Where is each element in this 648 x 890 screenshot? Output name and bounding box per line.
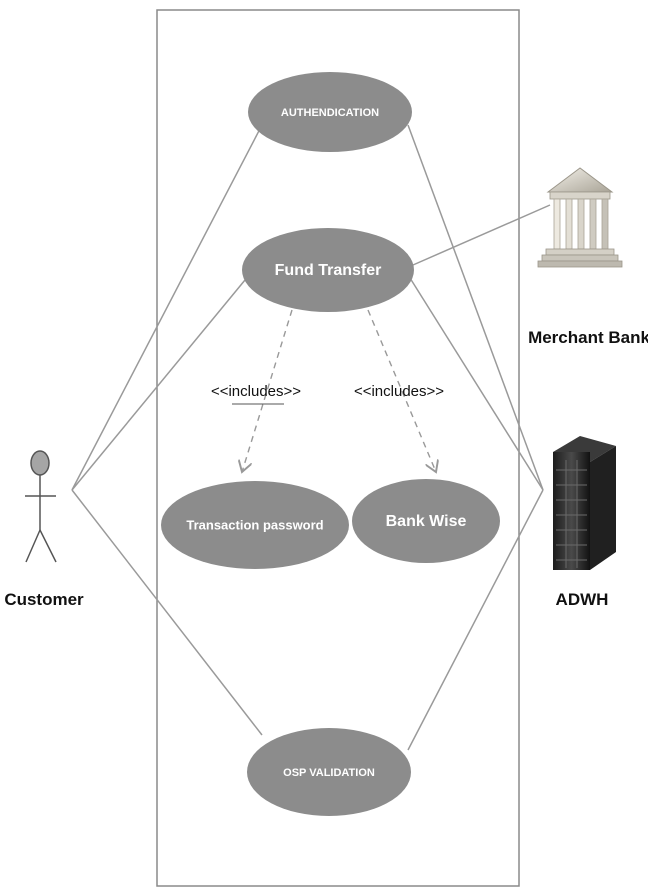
system-boundary (156, 9, 520, 887)
include-arrow-2 (367, 309, 436, 472)
customer-label: Customer (4, 590, 84, 609)
adwh-osp-line (407, 489, 544, 751)
use-case-authentication: AUTHENDICATION (248, 72, 412, 152)
adwh-auth-line (407, 124, 544, 491)
use-case-osp-validation: OSP VALIDATION (247, 728, 411, 816)
customer-auth-line (71, 124, 263, 491)
include-relations (242, 309, 436, 472)
include-label-2: <<includes>> (354, 383, 444, 400)
include-label-1: <<includes>> (211, 383, 301, 400)
use-case-label: AUTHENDICATION (281, 107, 379, 119)
adwh-label: ADWH (556, 590, 609, 609)
adwh-fund-line (409, 277, 544, 491)
merchant-bank-label: Merchant Bank (528, 328, 648, 347)
use-case-label: OSP VALIDATION (283, 767, 375, 779)
server-rack-icon (553, 436, 616, 570)
use-case-label: Fund Transfer (275, 262, 382, 279)
customer-fund-line (71, 279, 246, 491)
use-case-label: Transaction password (186, 517, 323, 532)
bank-building-icon (537, 167, 623, 268)
use-case-bank-wise: Bank Wise (352, 479, 500, 563)
associations (71, 124, 551, 751)
use-case-label: Bank Wise (386, 513, 467, 530)
customer-actor-icon (25, 450, 57, 563)
use-case-transaction-password: Transaction password (161, 481, 349, 569)
use-case-fund-transfer: Fund Transfer (242, 228, 414, 312)
bank-fund-line (412, 204, 551, 266)
customer-osp-line (71, 489, 263, 736)
